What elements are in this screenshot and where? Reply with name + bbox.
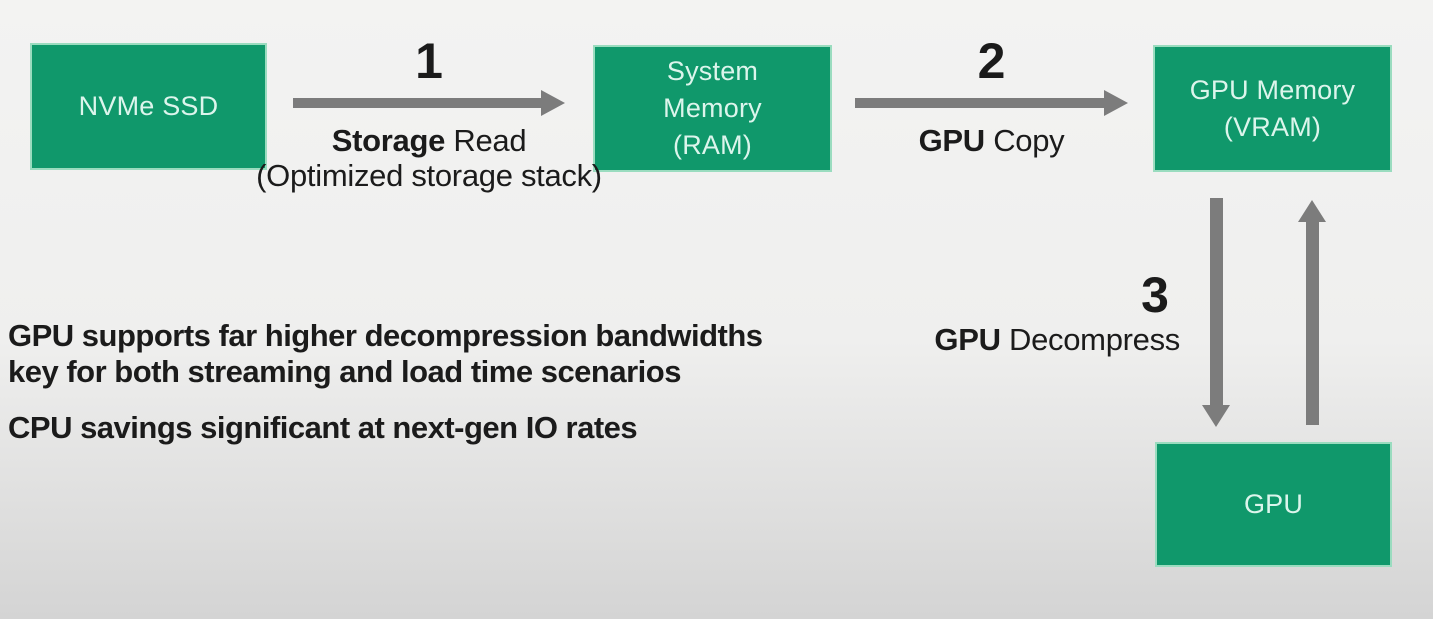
arrow-shaft [1306,222,1319,425]
arrow-head-down-icon [1202,405,1230,427]
node-nvme-ssd: NVMe SSD [30,43,267,170]
node-gpu-memory: GPU Memory (VRAM) [1153,45,1392,172]
step-1-label: Storage Read [229,123,629,159]
arrow-shaft [855,98,1106,108]
node-gpu: GPU [1155,442,1392,567]
note-line-2: key for both streaming and load time sce… [8,354,681,389]
node-gpu-label: GPU [1243,489,1304,519]
notes-block: GPU supports far higher decompression ba… [8,318,788,446]
step-3-label-bold: GPU [934,322,1001,357]
arrow-head-right-icon [1104,90,1128,116]
step-1-label-rest: Read [445,123,527,158]
node-nvme-ssd-label: NVMe SSD [78,91,219,121]
node-system-memory-line3: (RAM) [673,130,752,160]
storage-read-arrow-icon [293,90,565,116]
node-gpu-memory-line2: (VRAM) [1223,111,1322,142]
step-2-label-rest: Copy [984,123,1065,158]
arrow-shaft [293,98,543,108]
step-1-sublabel: (Optimized storage stack) [256,158,602,193]
node-system-memory-line1: System [666,56,759,86]
arrow-head-up-icon [1298,200,1326,222]
step-3-label: GPU Decompress [880,322,1180,358]
arrow-head-right-icon [541,90,565,116]
gpu-decompress-arrow-icon [1202,198,1231,427]
step-1-number: 1 [415,33,443,89]
gpu-copy-arrow-icon [855,90,1128,116]
note-paragraph-2: CPU savings significant at next-gen IO r… [8,410,788,446]
note-line-1: GPU supports far higher decompression ba… [8,318,763,353]
step-1-label-bold: Storage [331,123,446,158]
step-2-label-bold: GPU [918,123,986,158]
note-paragraph-1: GPU supports far higher decompression ba… [8,318,788,390]
step-3-number: 3 [1141,267,1169,323]
note-line-3: CPU savings significant at next-gen IO r… [8,410,638,445]
gpu-writeback-arrow-icon [1298,200,1327,425]
arrow-shaft [1210,198,1223,405]
node-system-memory: System Memory (RAM) [593,45,832,172]
step-3-label-rest: Decompress [1000,322,1180,357]
step-2-number: 2 [977,33,1006,89]
step-2-label: GPU Copy [855,123,1128,159]
node-gpu-memory-line1: GPU Memory [1189,74,1356,105]
node-system-memory-line2: Memory [663,93,762,123]
